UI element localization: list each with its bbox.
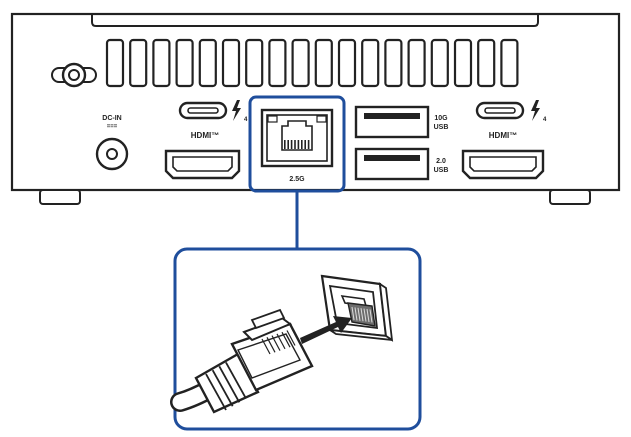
vent-slot xyxy=(152,38,171,88)
lan-speed-label: 2.5G xyxy=(289,176,305,183)
zoomed-lan-port xyxy=(320,274,394,342)
lan-pin xyxy=(294,140,296,149)
vent-slot xyxy=(453,38,473,88)
hdmi-port-left: HDMI™ xyxy=(164,131,241,180)
plug-contact xyxy=(261,338,271,355)
thunderbolt-left-suffix: 4 xyxy=(244,117,248,123)
vent-slot xyxy=(430,38,449,88)
plug-contact xyxy=(291,328,301,345)
usb-port-bottom: 2.0 USB xyxy=(354,147,449,181)
dc-in-symbol: === xyxy=(107,124,118,130)
vent-slot xyxy=(221,38,241,88)
vent-slot xyxy=(129,38,148,88)
zoomed-pin xyxy=(363,308,367,322)
vent-slot xyxy=(384,38,403,88)
plug-contact xyxy=(271,335,281,351)
vent-slot xyxy=(245,38,264,88)
kensington-lock-icon xyxy=(51,62,97,88)
vent-slot xyxy=(291,38,310,88)
plug-contacts xyxy=(261,328,301,355)
lan-pin xyxy=(297,140,300,149)
lan-pin xyxy=(290,140,293,149)
usb-top-name-label: USB xyxy=(434,124,449,131)
lan-pin xyxy=(304,140,306,149)
ethernet-cable-plug xyxy=(170,308,314,414)
plug-contact xyxy=(286,330,296,346)
plug-contact xyxy=(281,331,291,348)
zoomed-pin xyxy=(369,309,373,323)
zoomed-pin xyxy=(360,308,364,322)
vent-slot xyxy=(105,38,125,88)
hdmi-right-label: HDMI™ xyxy=(489,131,517,140)
hdmi-port-right: HDMI™ xyxy=(461,131,545,180)
usb-bottom-name-label: USB xyxy=(434,167,449,174)
lan-pin xyxy=(301,140,303,149)
thunderbolt-port-right: 4 xyxy=(475,100,547,123)
dc-in-label: DC-IN xyxy=(102,115,121,122)
lan-port-pins xyxy=(284,140,310,149)
zoomed-port-pins xyxy=(351,306,373,323)
zoomed-pin xyxy=(357,307,361,321)
vent-slot xyxy=(198,38,217,88)
lan-pin xyxy=(284,140,286,149)
vent-slot xyxy=(337,38,357,88)
plug-boot-ribs xyxy=(205,362,247,411)
vent-slot xyxy=(314,38,333,88)
boot-rib xyxy=(218,365,241,403)
lan-pin xyxy=(287,140,289,149)
zoomed-pin xyxy=(351,306,355,321)
boot-rib xyxy=(211,369,234,407)
plug-contact xyxy=(276,333,286,350)
lightning-bolt-icon xyxy=(232,100,241,121)
vent-slot xyxy=(477,38,496,88)
vent-slot xyxy=(361,38,380,88)
thunderbolt-right-suffix: 4 xyxy=(543,117,547,123)
usb-port-top: 10G USB xyxy=(354,105,449,139)
dc-in-port: DC-IN === xyxy=(95,115,129,171)
usb-top-speed-label: 10G xyxy=(434,115,448,122)
zoomed-pin xyxy=(354,307,358,321)
lan-port: 2.5G xyxy=(248,95,346,193)
plug-contact xyxy=(266,337,276,353)
device-foot-left xyxy=(39,189,81,205)
lan-pin xyxy=(307,140,310,149)
lightning-bolt-icon xyxy=(531,100,540,121)
vent-slot xyxy=(407,38,426,88)
boot-rib xyxy=(225,362,247,399)
device-foot-right xyxy=(549,189,591,205)
thunderbolt-port-left: 4 xyxy=(178,100,248,123)
vent-slot xyxy=(500,38,519,88)
insert-arrow xyxy=(300,316,352,344)
hdmi-left-label: HDMI™ xyxy=(191,131,219,140)
usb-bottom-speed-label: 2.0 xyxy=(436,158,446,165)
vent-slot xyxy=(268,38,287,88)
vent-slots xyxy=(105,38,519,88)
boot-rib xyxy=(205,373,227,411)
zoomed-pin xyxy=(366,308,370,323)
vent-slot xyxy=(175,38,194,88)
